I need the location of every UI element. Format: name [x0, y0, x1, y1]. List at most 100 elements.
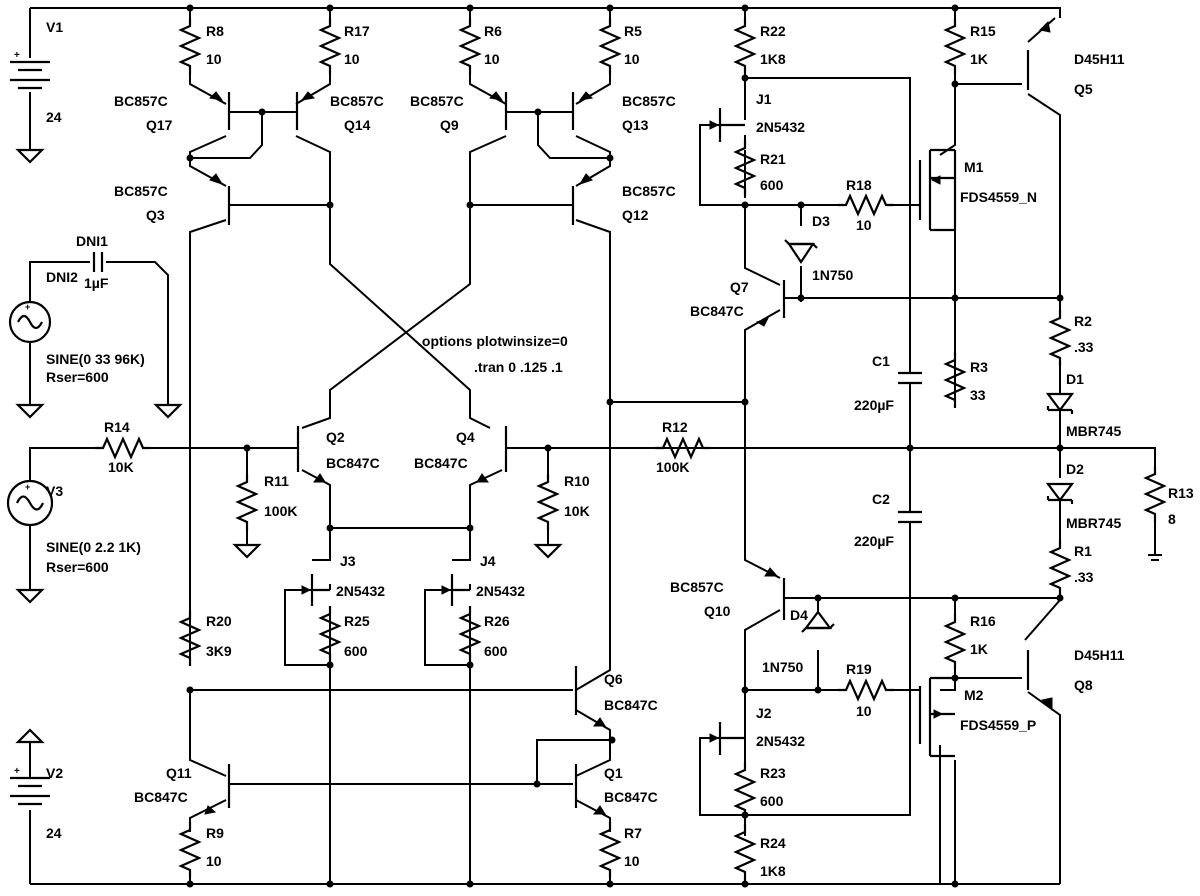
dni2-label: DNI2 — [46, 269, 78, 285]
q14-label: Q14 — [344, 117, 371, 133]
r17-label: R17 — [344, 23, 370, 39]
capacitor-c1 — [898, 371, 922, 385]
q12-type: BC857C — [622, 183, 676, 199]
q17-type: BC857C — [114, 93, 168, 109]
c2-label: C2 — [872, 491, 890, 507]
j1-label: J1 — [756, 91, 772, 107]
d1-label: D1 — [1066, 371, 1084, 387]
r25-label: R25 — [344, 613, 370, 629]
q5-type: D45H11 — [1074, 51, 1125, 67]
r23-label: R23 — [760, 765, 786, 781]
r6-label: R6 — [484, 23, 502, 39]
j4-type: 2N5432 — [476, 583, 525, 599]
r19-label: R19 — [846, 661, 872, 677]
r11-label: R11 — [264, 473, 289, 489]
r7-label: R7 — [624, 825, 642, 841]
v3-spec: SINE(0 2.2 1K) — [46, 539, 141, 555]
q13-type: BC857C — [622, 93, 676, 109]
svg-text:+: + — [14, 50, 20, 61]
q11-type: BC847C — [134, 789, 188, 805]
r18-value: 10 — [856, 217, 872, 233]
r7-value: 10 — [624, 853, 640, 869]
svg-text:+: + — [25, 482, 30, 492]
r16-value: 1K — [970, 641, 988, 657]
r2-value: .33 — [1074, 339, 1094, 355]
m2-type: FDS4559_P — [960, 717, 1036, 733]
q1-label: Q1 — [604, 765, 623, 781]
q8-label: Q8 — [1074, 677, 1093, 693]
q6-type: BC847C — [604, 697, 658, 713]
j2-type: 2N5432 — [756, 733, 805, 749]
v3-label: V3 — [46, 483, 63, 499]
r26-label: R26 — [484, 613, 510, 629]
r23-value: 600 — [760, 793, 784, 809]
r16-label: R16 — [970, 613, 996, 629]
m1-label: M1 — [964, 159, 984, 175]
r15-label: R15 — [970, 23, 996, 39]
v2-label: V2 — [46, 765, 63, 781]
dni1-value: 1µF — [84, 275, 109, 291]
battery-v2: + — [10, 766, 50, 806]
svg-text:+: + — [14, 766, 20, 777]
j3-type: 2N5432 — [336, 583, 385, 599]
d3-type: 1N750 — [812, 267, 853, 283]
r14-label: R14 — [104, 419, 130, 435]
v1-value: 24 — [46, 109, 62, 125]
r10-label: R10 — [564, 473, 590, 489]
m1-type: FDS4559_N — [960, 189, 1037, 205]
wires — [29, 7, 1162, 885]
q4-label: Q4 — [456, 429, 475, 445]
directive-options: .options plotwinsize=0 — [418, 333, 568, 349]
r12-value: 100K — [656, 459, 689, 475]
q17-label: Q17 — [146, 117, 173, 133]
r17-value: 10 — [344, 51, 360, 67]
r20-value: 3K9 — [206, 643, 232, 659]
mosfet-m1 — [918, 148, 957, 232]
r13-value: 8 — [1168, 511, 1176, 527]
q5-label: Q5 — [1074, 81, 1093, 97]
j1-type: 2N5432 — [756, 119, 805, 135]
r14-value: 10K — [108, 459, 134, 475]
dni2-spec: SINE(0 33 96K) — [46, 351, 145, 367]
q12-label: Q12 — [622, 207, 649, 223]
q2-label: Q2 — [326, 429, 345, 445]
capacitor-dni1 — [92, 252, 104, 272]
battery-v1: + — [10, 50, 50, 90]
r9-value: 10 — [206, 853, 222, 869]
mosfet-m2 — [918, 676, 955, 758]
r25-value: 600 — [344, 643, 368, 659]
v3-rser: Rser=600 — [46, 559, 109, 575]
j3-label: J3 — [340, 553, 356, 569]
junction-dots — [186, 4, 1064, 888]
r15-value: 1K — [970, 51, 988, 67]
q11-label: Q11 — [166, 765, 192, 781]
mosfet-m1-arrow — [930, 175, 941, 185]
j4-label: J4 — [480, 553, 496, 569]
r21-label: R21 — [760, 151, 786, 167]
d1-type: MBR745 — [1066, 423, 1121, 439]
transistor-bars — [227, 50, 1030, 808]
q3-label: Q3 — [146, 207, 165, 223]
r20-label: R20 — [206, 613, 232, 629]
r12-label: R12 — [662, 419, 688, 435]
r18-label: R18 — [846, 177, 872, 193]
capacitor-c2 — [898, 510, 922, 524]
jfet-arrows — [301, 120, 720, 743]
q7-type: BC847C — [690, 303, 744, 319]
r2-label: R2 — [1074, 313, 1092, 329]
m2-label: M2 — [964, 687, 984, 703]
schottky-d2 — [1045, 482, 1075, 504]
q7-label: Q7 — [730, 279, 749, 295]
r19-value: 10 — [856, 703, 872, 719]
r8-label: R8 — [206, 23, 224, 39]
q4-type: BC847C — [414, 455, 468, 471]
r24-label: R24 — [760, 835, 786, 851]
r1-value: .33 — [1074, 569, 1094, 585]
r5-label: R5 — [624, 23, 642, 39]
v2-value: 24 — [46, 825, 62, 841]
jfets — [310, 108, 745, 755]
j2-label: J2 — [756, 705, 772, 721]
q9-label: Q9 — [440, 117, 459, 133]
r22-value: 1K8 — [760, 51, 786, 67]
